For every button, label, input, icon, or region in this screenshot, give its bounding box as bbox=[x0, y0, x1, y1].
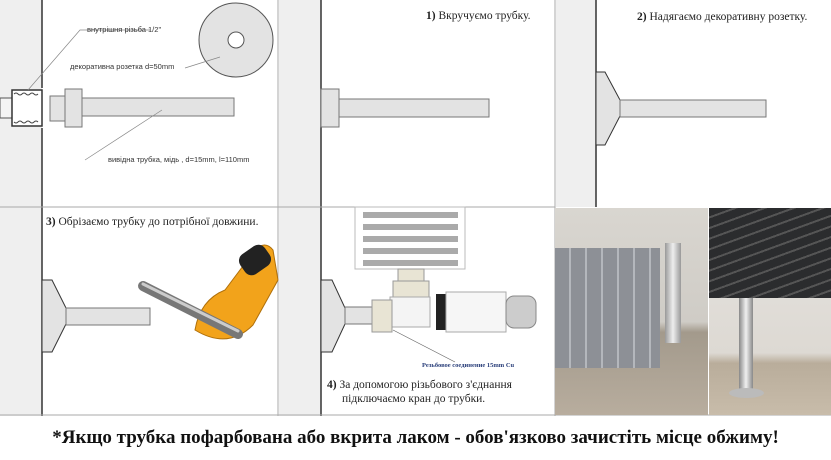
photo-installed-radiator bbox=[555, 208, 708, 415]
wall-area bbox=[279, 0, 321, 416]
step-2: 2) Надягаємо декоративну розетку. bbox=[637, 11, 808, 23]
pipe-nut bbox=[64, 88, 83, 128]
step-3: 3) Обрізаємо трубку до потрібної довжини… bbox=[46, 216, 259, 228]
pipe-label: вивідна трубка, мідь , d=15mm, l=110mm bbox=[108, 155, 250, 164]
thread-label: внутрішня різьба 1/2" bbox=[87, 25, 162, 34]
threaded-socket bbox=[11, 89, 43, 127]
copper-pipe bbox=[338, 98, 490, 118]
warning-caption: *Якщо трубка пофарбована або вкрита лако… bbox=[0, 416, 831, 460]
copper-pipe bbox=[619, 99, 767, 118]
wall-area bbox=[556, 0, 596, 207]
copper-pipe bbox=[65, 307, 151, 326]
thermostatic-valve bbox=[371, 268, 537, 363]
diagram-drawing bbox=[0, 0, 831, 416]
rosette bbox=[595, 71, 621, 146]
pipe-cutter-image bbox=[138, 244, 279, 340]
wall-area bbox=[0, 0, 42, 416]
copper-pipe bbox=[81, 97, 235, 117]
rosette bbox=[41, 279, 67, 353]
step-1: 1) Вкручуємо трубку. bbox=[426, 10, 531, 22]
threaded-connection-note: Резьбовое соединение 15mm Cu bbox=[422, 362, 515, 369]
radiator-graphic bbox=[354, 206, 466, 270]
rosette-label: декоративна розетка d=50mm bbox=[70, 62, 175, 71]
pipe-thread bbox=[49, 95, 66, 122]
photo-installed-valve bbox=[709, 208, 831, 415]
